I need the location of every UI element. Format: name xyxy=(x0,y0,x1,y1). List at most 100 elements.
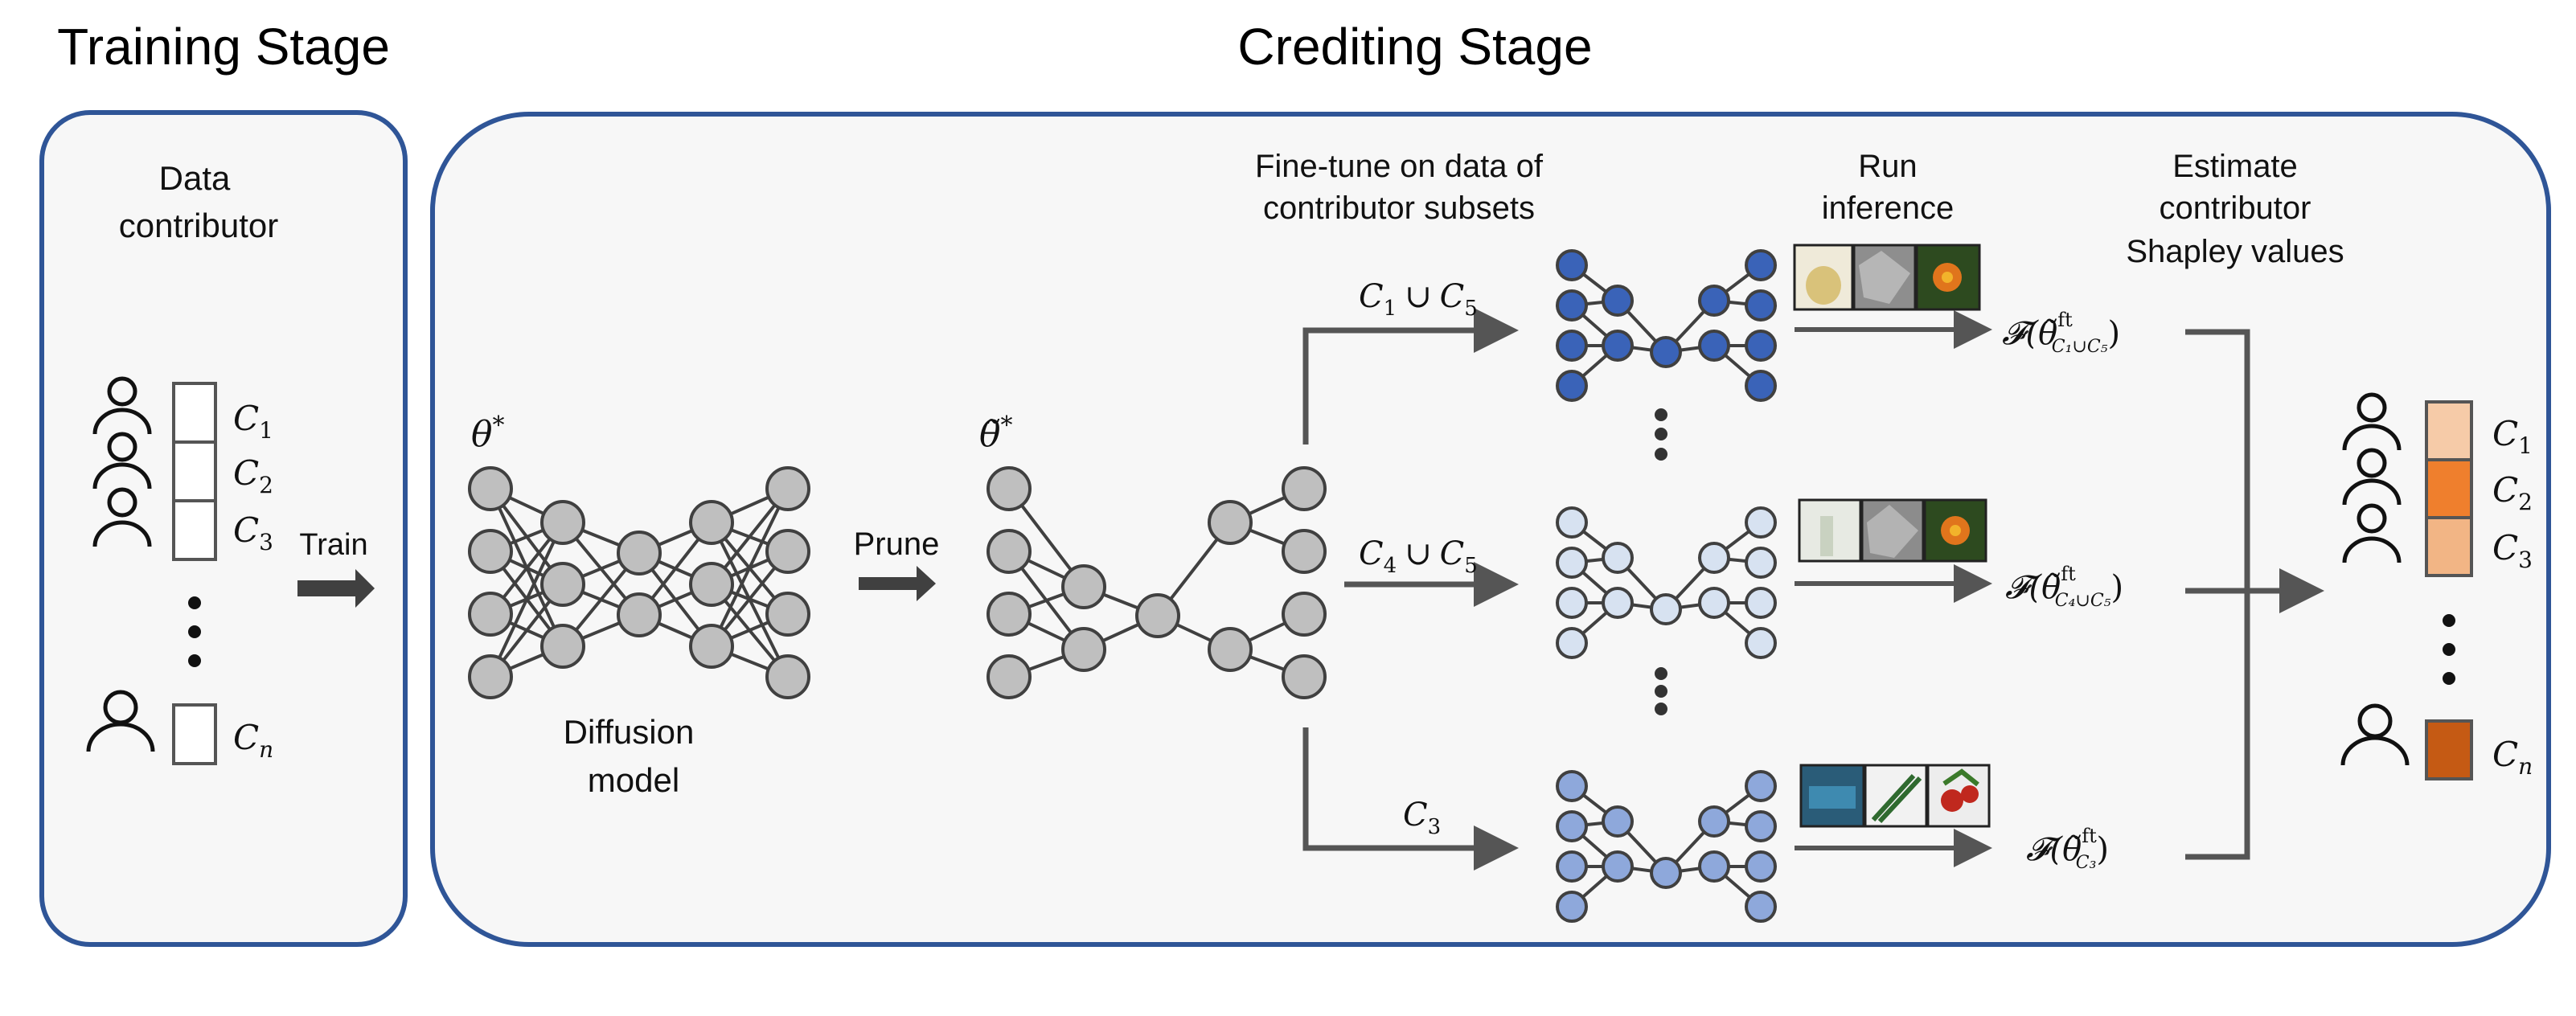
contributor-label-cn: Cn xyxy=(233,718,273,763)
shapley-contributor-icons xyxy=(2340,392,2410,766)
network-node xyxy=(1556,289,1588,322)
network-node xyxy=(987,466,1032,511)
network-node xyxy=(1745,850,1777,883)
network-node xyxy=(1745,891,1777,923)
network-node xyxy=(540,624,585,669)
contributor-icons-group xyxy=(86,376,155,752)
network-node xyxy=(540,562,585,607)
network-node xyxy=(1556,770,1588,802)
network-node xyxy=(1556,330,1588,362)
contributor-label-c2: C2 xyxy=(233,453,273,498)
ellipsis-icon xyxy=(1655,408,1667,715)
network-node xyxy=(1556,850,1588,883)
shapley-box-c3 xyxy=(2425,516,2473,577)
network-node xyxy=(987,529,1032,574)
person-icon xyxy=(92,487,152,547)
pruned-network xyxy=(987,466,1327,699)
network-node xyxy=(1602,805,1634,838)
crediting-stage-title: Crediting Stage xyxy=(1237,18,1592,76)
network-node xyxy=(1745,370,1777,402)
network-node xyxy=(987,654,1032,699)
network-node xyxy=(1556,810,1588,842)
network-node xyxy=(1745,506,1777,539)
inference-samples-middle xyxy=(1798,498,1987,563)
network-node xyxy=(1556,547,1588,579)
network-node xyxy=(1745,587,1777,619)
network-node xyxy=(468,529,513,574)
shapley-value-boxes xyxy=(2425,400,2473,780)
shapley-box-c2 xyxy=(2425,458,2473,519)
network-node xyxy=(1745,627,1777,659)
person-icon xyxy=(2342,503,2402,563)
shapley-label-c1: C1 xyxy=(2492,414,2533,459)
network-node xyxy=(468,654,513,699)
network-node xyxy=(765,529,810,574)
network-node xyxy=(1208,627,1253,672)
data-box-cn xyxy=(172,703,217,765)
network-node xyxy=(1745,547,1777,579)
crediting-panel xyxy=(430,112,2551,947)
train-label: Train xyxy=(299,528,367,562)
person-icon xyxy=(2342,448,2402,506)
network-node xyxy=(1556,891,1588,923)
inference-arrows xyxy=(1795,310,1992,867)
shapley-box-cn xyxy=(2425,719,2473,780)
train-arrow-icon xyxy=(297,569,375,608)
network-node xyxy=(1282,592,1327,637)
diffusion-label-line1: Diffusion xyxy=(564,713,695,751)
network-node xyxy=(1745,810,1777,842)
network-node xyxy=(1745,330,1777,362)
inference-header-line2: inference xyxy=(1822,190,1955,226)
network-node xyxy=(689,500,734,545)
network-node xyxy=(1698,805,1730,838)
training-panel xyxy=(39,110,408,947)
person-icon xyxy=(86,690,155,752)
branch-arrow-top xyxy=(1302,308,1519,444)
network-node xyxy=(1602,330,1634,362)
network-node xyxy=(1602,850,1634,883)
prune-arrow-icon xyxy=(859,566,936,601)
network-node xyxy=(765,592,810,637)
person-icon xyxy=(92,376,152,435)
inference-samples-bottom xyxy=(1799,764,1991,828)
finetuned-network-top xyxy=(1556,249,1777,402)
network-node xyxy=(1602,542,1634,574)
inference-header-line1: Run xyxy=(1858,149,1917,184)
data-contributor-heading-line1: Data xyxy=(159,159,231,197)
network-node xyxy=(1650,857,1682,889)
network-node xyxy=(468,592,513,637)
inference-samples-top xyxy=(1793,244,1981,311)
network-node xyxy=(1556,370,1588,402)
contributor-label-c3: C3 xyxy=(233,510,273,555)
shapley-header-line3: Shapley values xyxy=(2126,234,2344,269)
network-node xyxy=(1061,564,1106,609)
data-contributor-heading-line2: contributor xyxy=(119,207,278,244)
network-node xyxy=(1745,770,1777,802)
shapley-box-c1 xyxy=(2425,400,2473,461)
shapley-label-cn: Cn xyxy=(2492,735,2533,780)
network-node xyxy=(689,624,734,669)
network-node xyxy=(1698,330,1730,362)
network-node xyxy=(617,531,662,576)
network-node xyxy=(1556,249,1588,281)
training-stage-title: Training Stage xyxy=(57,18,390,76)
shapley-label-c3: C3 xyxy=(2492,528,2533,573)
network-node xyxy=(765,466,810,511)
finetune-header-line1: Fine-tune on data of xyxy=(1255,149,1544,184)
finetune-header-line2: contributor subsets xyxy=(1263,190,1535,226)
branch-connector xyxy=(1302,308,1519,871)
network-node xyxy=(1282,466,1327,511)
contributor-label-c1: C1 xyxy=(233,399,273,444)
ellipsis-icon xyxy=(2443,614,2455,685)
network-node xyxy=(468,466,513,511)
prune-label: Prune xyxy=(854,526,940,562)
network-node xyxy=(1650,593,1682,625)
network-node xyxy=(1698,850,1730,883)
image-thumbnail xyxy=(1915,244,1981,311)
person-icon xyxy=(2342,392,2402,451)
network-node xyxy=(1556,506,1588,539)
network-node xyxy=(1602,285,1634,317)
